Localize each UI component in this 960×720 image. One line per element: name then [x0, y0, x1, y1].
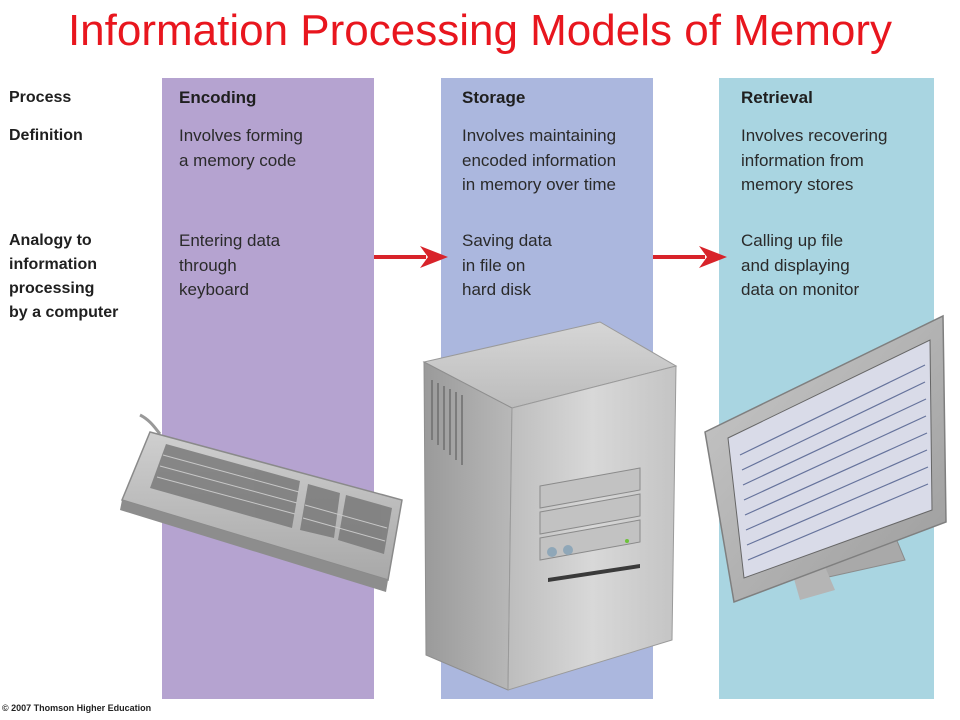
arrow-storage-to-retrieval	[653, 246, 727, 268]
arrow-encoding-to-storage	[374, 246, 448, 268]
row-label-definition: Definition	[9, 127, 83, 144]
retrieval-definition: Involves recovering information from mem…	[741, 126, 888, 194]
encoding-analogy: Entering data through keyboard	[179, 231, 281, 299]
storage-analogy: Saving data in file on hard disk	[462, 231, 552, 299]
keyboard-illustration	[120, 413, 403, 592]
copyright-notice: © 2007 Thomson Higher Education	[2, 703, 152, 713]
monitor-illustration	[704, 314, 947, 604]
page-title: Information Processing Models of Memory	[67, 6, 893, 55]
encoding-definition: Involves forming a memory code	[179, 126, 303, 170]
encoding-panel	[162, 78, 374, 699]
storage-heading: Storage	[462, 88, 526, 107]
row-label-process: Process	[9, 89, 72, 106]
row-label-analogy: Analogy to information processing by a c…	[9, 232, 119, 321]
storage-definition: Involves maintaining encoded information…	[462, 126, 617, 194]
retrieval-heading: Retrieval	[741, 88, 813, 107]
encoding-heading: Encoding	[179, 88, 257, 107]
retrieval-analogy: Calling up file and displaying data on m…	[741, 231, 860, 299]
computer-tower-illustration	[422, 321, 678, 691]
